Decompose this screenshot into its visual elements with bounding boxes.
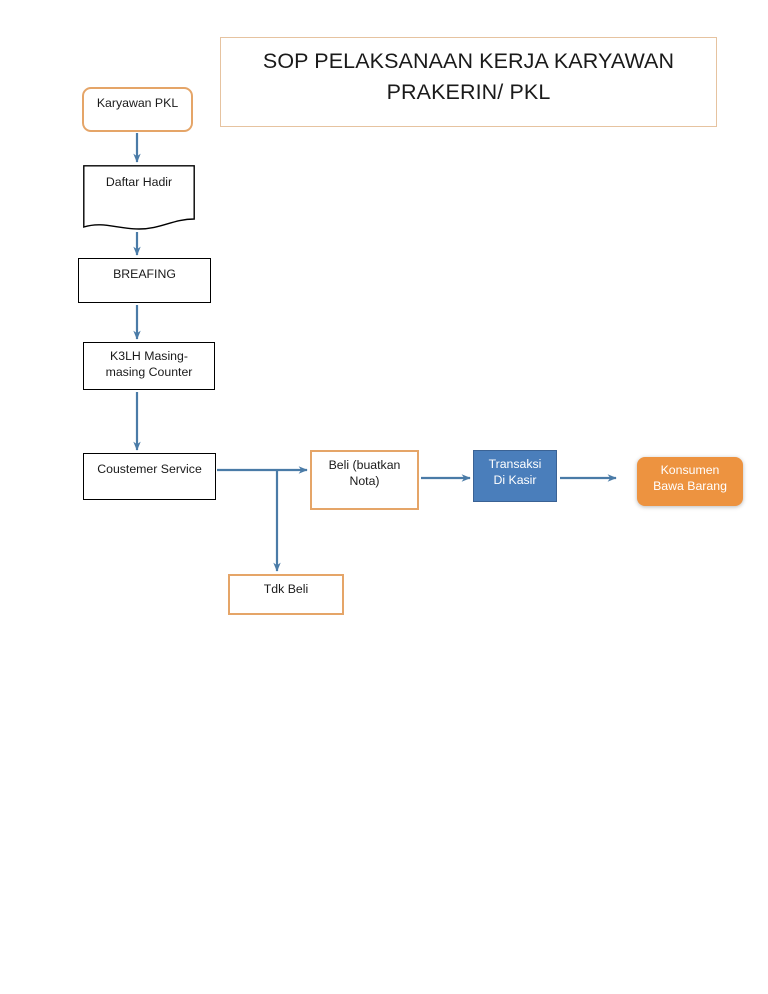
node-beli-label: Beli (buatkan Nota) <box>312 458 417 490</box>
diagram-title-line-1: SOP PELAKSANAAN KERJA KARYAWAN <box>262 49 675 73</box>
node-daftar-hadir-label: Daftar Hadir <box>105 175 173 189</box>
node-konsumen-label-line-2: Bawa Barang <box>653 478 727 493</box>
node-breafing[interactable]: BREAFING <box>78 258 211 303</box>
node-daftar-hadir[interactable]: Daftar Hadir <box>83 165 195 235</box>
node-beli-buatkan-nota[interactable]: Beli (buatkan Nota) <box>310 450 419 510</box>
node-coustemer-service[interactable]: Coustemer Service <box>83 453 216 500</box>
node-karyawan-pkl[interactable]: Karyawan PKL <box>82 87 193 132</box>
node-transaksi-label-line-1: Transaksi <box>488 457 542 471</box>
node-k3lh-label-line-1: K3LH Masing- <box>110 349 188 363</box>
node-konsumen-label: Konsumen Bawa Barang <box>637 463 743 495</box>
node-coustemer-service-label: Coustemer Service <box>97 462 202 476</box>
node-konsumen-bawa-barang[interactable]: Konsumen Bawa Barang <box>637 457 743 506</box>
node-karyawan-pkl-label: Karyawan PKL <box>96 96 179 110</box>
node-konsumen-label-line-1: Konsumen <box>660 463 720 477</box>
node-beli-label-line-1: Beli (buatkan <box>328 458 401 472</box>
node-transaksi-label-line-2: Di Kasir <box>493 472 537 487</box>
node-k3lh-label: K3LH Masing- masing Counter <box>84 349 214 381</box>
node-breafing-label: BREAFING <box>113 267 176 281</box>
node-tdk-beli[interactable]: Tdk Beli <box>228 574 344 615</box>
node-k3lh-label-line-2: masing Counter <box>105 364 193 379</box>
node-beli-label-line-2: Nota) <box>349 473 380 488</box>
node-k3lh[interactable]: K3LH Masing- masing Counter <box>83 342 215 390</box>
diagram-title-line-2: PRAKERIN/ PKL <box>386 79 551 104</box>
diagram-title-box: SOP PELAKSANAAN KERJA KARYAWAN PRAKERIN/… <box>220 37 717 127</box>
node-transaksi-label: Transaksi Di Kasir <box>474 457 556 489</box>
node-transaksi-di-kasir[interactable]: Transaksi Di Kasir <box>473 450 557 502</box>
document-shape-icon <box>83 165 195 230</box>
diagram-title-text: SOP PELAKSANAAN KERJA KARYAWAN PRAKERIN/… <box>221 48 716 107</box>
node-tdk-beli-label: Tdk Beli <box>263 582 309 596</box>
